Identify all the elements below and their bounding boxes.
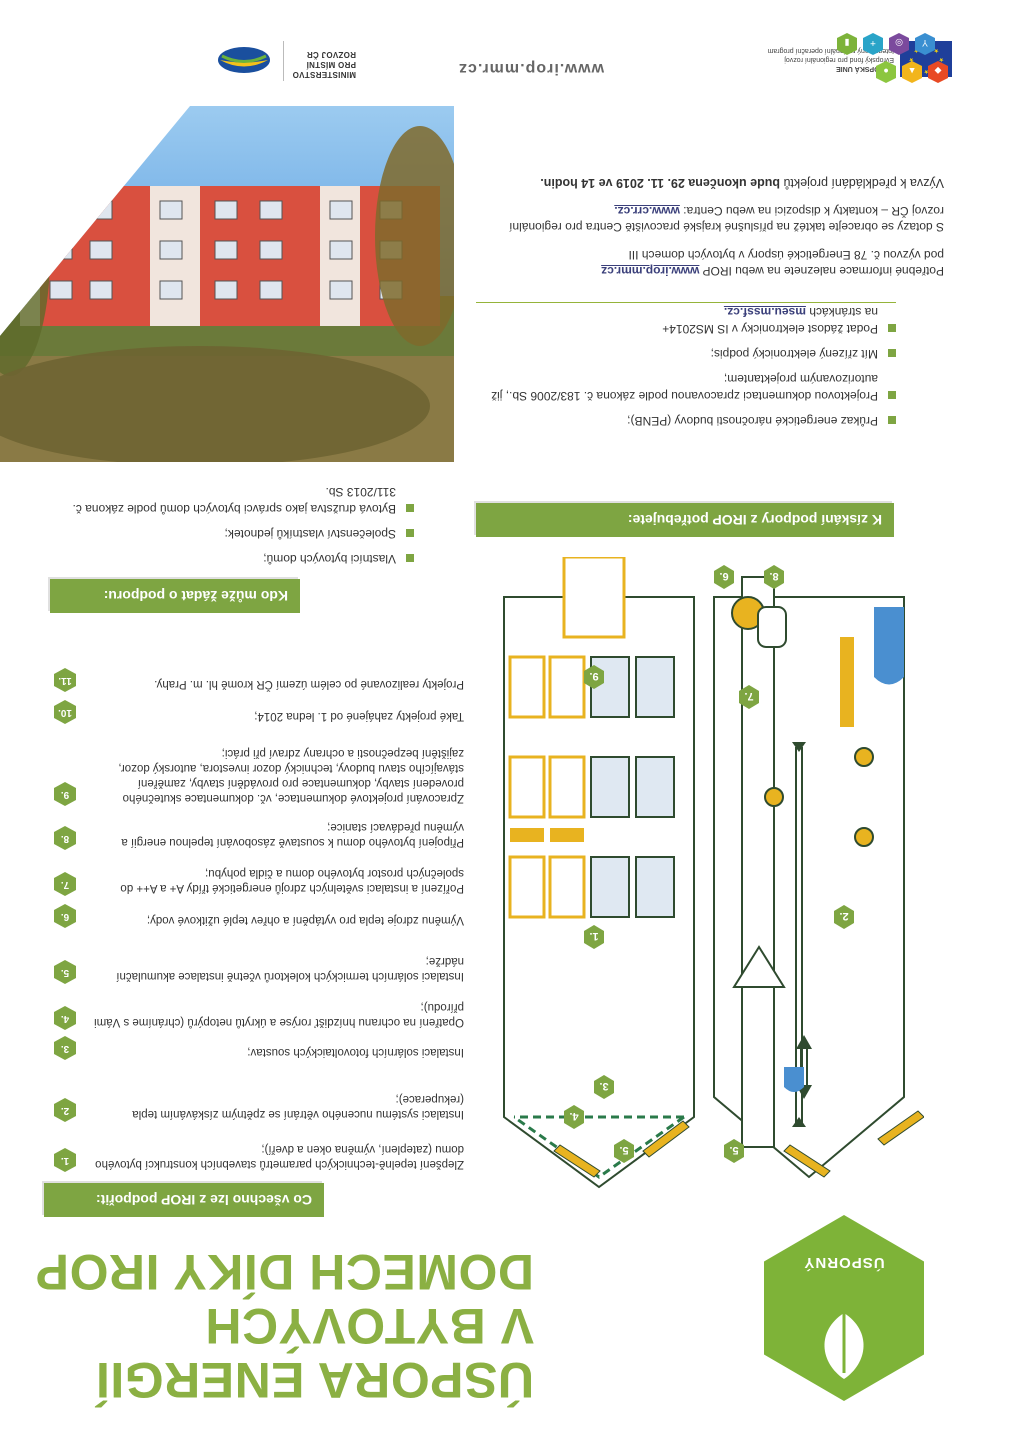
diagram-label-2: 2. bbox=[839, 910, 848, 922]
support-item: Pořízení a instalaci světelných zdrojů e… bbox=[44, 865, 464, 895]
crr-link[interactable]: www.crr.cz. bbox=[614, 204, 680, 218]
who-list-container: Vlastníci bytových domů; Společenství vl… bbox=[54, 475, 414, 567]
diagram-label-4: 4. bbox=[569, 1110, 578, 1122]
svg-text:◆: ◆ bbox=[934, 66, 941, 76]
diagram-label-5b: 5. bbox=[729, 1144, 738, 1156]
needs-heading: K získání podpory z IROP potřebujete: bbox=[476, 503, 894, 537]
number-badge: 5. bbox=[54, 960, 76, 984]
who-item: Společenství vlastníků jednotek; bbox=[54, 525, 414, 542]
diagram-label-1: 1. bbox=[589, 930, 598, 942]
diagram-label-9: 9. bbox=[589, 670, 598, 682]
number-badge: 9. bbox=[54, 782, 76, 806]
building-photo bbox=[0, 106, 454, 462]
irop-hexagon-logo: ◆ ▲ ● Y ◎ + ▮ bbox=[837, 33, 948, 83]
needs-item: Podat žádost elektronicky v IS MS2014+ n… bbox=[466, 303, 896, 337]
svg-text:●: ● bbox=[883, 66, 888, 76]
support-item: Instalaci systému nuceného větrání se zp… bbox=[44, 1091, 464, 1121]
diagram-label-6: 6. bbox=[719, 570, 728, 582]
main-title-line-2: V BYTOVÝCH bbox=[204, 1298, 534, 1354]
svg-text:Y: Y bbox=[922, 38, 928, 48]
number-badge: 2. bbox=[54, 1098, 76, 1122]
needs-list: Průkaz energetické náročnosti budovy (PE… bbox=[466, 303, 896, 429]
who-list: Vlastníci bytových domů; Společenství vl… bbox=[54, 483, 414, 567]
info-paragraph-3: Výzva k předkládání projektů bude ukonče… bbox=[540, 176, 944, 190]
usporny-label: ÚSPORNÝ bbox=[803, 1254, 885, 1271]
svg-text:+: + bbox=[870, 37, 876, 48]
number-badge: 3. bbox=[54, 1036, 76, 1060]
info-paragraph-1: Potřebné informace naleznete na webu IRO… bbox=[601, 248, 944, 278]
number-badge: 7. bbox=[54, 872, 76, 896]
support-item: Připojení bytového domu k soustavě zásob… bbox=[44, 819, 464, 849]
mmr-logo bbox=[218, 47, 270, 73]
leaf-icon bbox=[824, 1305, 864, 1379]
support-item: Výměnu zdroje tepla pro vytápění a ohřev… bbox=[44, 912, 464, 927]
main-title-line-1: ÚSPORA ENERGIÍ bbox=[95, 1352, 534, 1408]
support-item: Zlepšení tepelně-technických parametrů s… bbox=[44, 1141, 464, 1171]
support-item: Projekty realizované po celém území ČR k… bbox=[44, 676, 464, 691]
support-item: Zpracování projektové dokumentace, vč. d… bbox=[44, 745, 464, 805]
number-badge: 4. bbox=[54, 1006, 76, 1030]
number-badge: 1. bbox=[54, 1148, 76, 1172]
who-item: Vlastníci bytových domů; bbox=[54, 550, 414, 567]
supports-heading: Co všechno lze z IROP podpořit: bbox=[44, 1183, 324, 1217]
house-diagram: 1. 2. 3. 4. 5. 5. 6. 7. 8. 9. bbox=[503, 557, 924, 1189]
number-badge: 6. bbox=[54, 904, 76, 928]
number-badge: 8. bbox=[54, 826, 76, 850]
number-badge: 11. bbox=[54, 668, 76, 692]
diagram-label-3: 3. bbox=[599, 1080, 608, 1092]
mseu-link[interactable]: mseu.mssf.cz. bbox=[723, 305, 806, 319]
needs-item: Průkaz energetické náročnosti budovy (PE… bbox=[466, 412, 896, 429]
diagram-labels: 1. 2. 3. 4. 5. 5. 6. 7. 8. 9. bbox=[564, 565, 854, 1163]
who-item: Bytová družstva jako správci bytových do… bbox=[54, 483, 414, 517]
support-item: Opatření na ochranu hnízdišť rorýse a úk… bbox=[44, 999, 464, 1029]
mmr-logo-text: MINISTERSTVO PRO MÍSTNÍ ROZVOJ ČR bbox=[292, 50, 356, 79]
needs-item: Projektovou dokumentaci zpracovanou podl… bbox=[466, 370, 896, 404]
solar-collector-panel bbox=[840, 637, 854, 727]
diagram-label-7: 7. bbox=[744, 690, 753, 702]
support-item: Instalaci solárních fotovoltaických sous… bbox=[44, 1044, 464, 1059]
support-item: Také projekty zahájené od 1. ledna 2014;… bbox=[44, 708, 464, 723]
chimney bbox=[741, 576, 775, 1148]
irop-link[interactable]: www.irop.mmr.cz bbox=[601, 264, 700, 278]
website-url[interactable]: www.irop.mmr.cz bbox=[458, 60, 604, 77]
svg-text:▮: ▮ bbox=[844, 38, 849, 48]
number-badge: 10. bbox=[54, 700, 76, 724]
who-heading: Kdo může žádat o podporu: bbox=[50, 579, 300, 613]
info-paragraph-2: S dotazy se obracejte taktéž na příslušn… bbox=[509, 204, 944, 234]
diagram-label-8: 8. bbox=[769, 570, 778, 582]
diagram-label-5: 5. bbox=[619, 1144, 628, 1156]
needs-list-container: Průkaz energetické náročnosti budovy (PE… bbox=[466, 295, 896, 429]
svg-text:▲: ▲ bbox=[908, 66, 917, 76]
main-title-line-3: DOMECH DÍKY IROP bbox=[35, 1244, 534, 1300]
info-block: Potřebné informace naleznete na webu IRO… bbox=[474, 175, 944, 279]
support-item: Instalaci solárních termických kolektorů… bbox=[44, 953, 464, 983]
entrance-door bbox=[562, 557, 626, 639]
facade-windows bbox=[508, 655, 675, 919]
needs-item: Mít zřízený elektronický podpis; bbox=[466, 345, 896, 362]
svg-text:◎: ◎ bbox=[895, 38, 903, 48]
